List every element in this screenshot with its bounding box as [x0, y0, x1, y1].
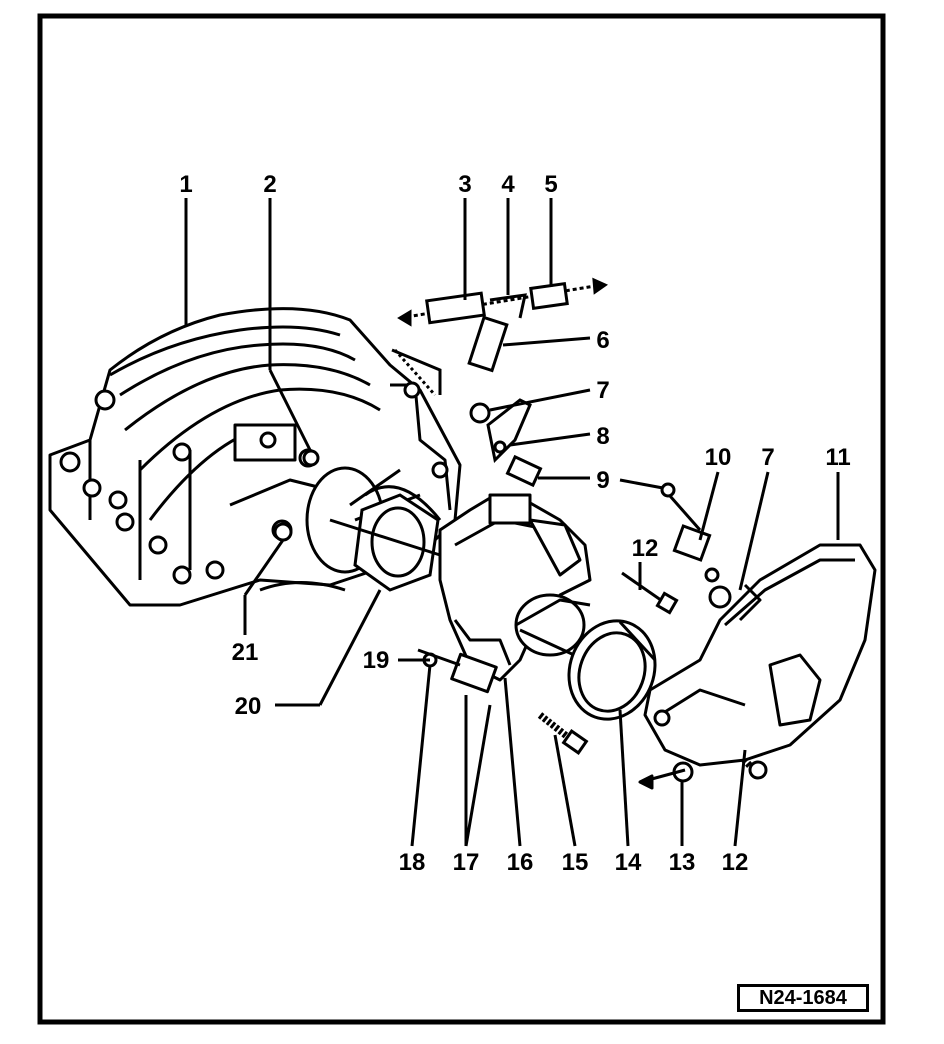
label-7: 7 — [596, 377, 609, 404]
seal-ring-drawing — [567, 619, 657, 721]
label-17: 17 — [453, 849, 480, 876]
label-18: 18 — [399, 849, 426, 876]
sensor-hose-assembly — [391, 277, 609, 396]
label-4: 4 — [501, 171, 515, 198]
label-3: 3 — [458, 171, 471, 198]
label-20: 20 — [235, 693, 262, 720]
label-8: 8 — [596, 423, 609, 450]
label-21: 21 — [232, 639, 259, 666]
label-13: 13 — [669, 849, 696, 876]
label-16: 16 — [507, 849, 534, 876]
leader-lines — [184, 198, 840, 847]
label-5: 5 — [544, 171, 557, 198]
diagram-border — [37, 13, 886, 1025]
label-19: 19 — [363, 647, 390, 674]
label-7-right: 7 — [761, 444, 774, 471]
reference-code-box: N24-1684 — [737, 984, 869, 1012]
label-12-upper: 12 — [632, 535, 659, 562]
label-10: 10 — [705, 444, 732, 471]
label-15: 15 — [562, 849, 589, 876]
air-duct-drawing — [638, 543, 877, 790]
throttle-body-drawing — [329, 493, 651, 694]
label-2: 2 — [263, 171, 276, 198]
label-6: 6 — [596, 327, 609, 354]
label-12-lower: 12 — [722, 849, 749, 876]
label-11: 11 — [825, 444, 850, 471]
label-1: 1 — [179, 171, 192, 198]
label-9: 9 — [596, 467, 609, 494]
small-parts-drawing — [273, 398, 768, 780]
label-14: 14 — [615, 849, 642, 876]
